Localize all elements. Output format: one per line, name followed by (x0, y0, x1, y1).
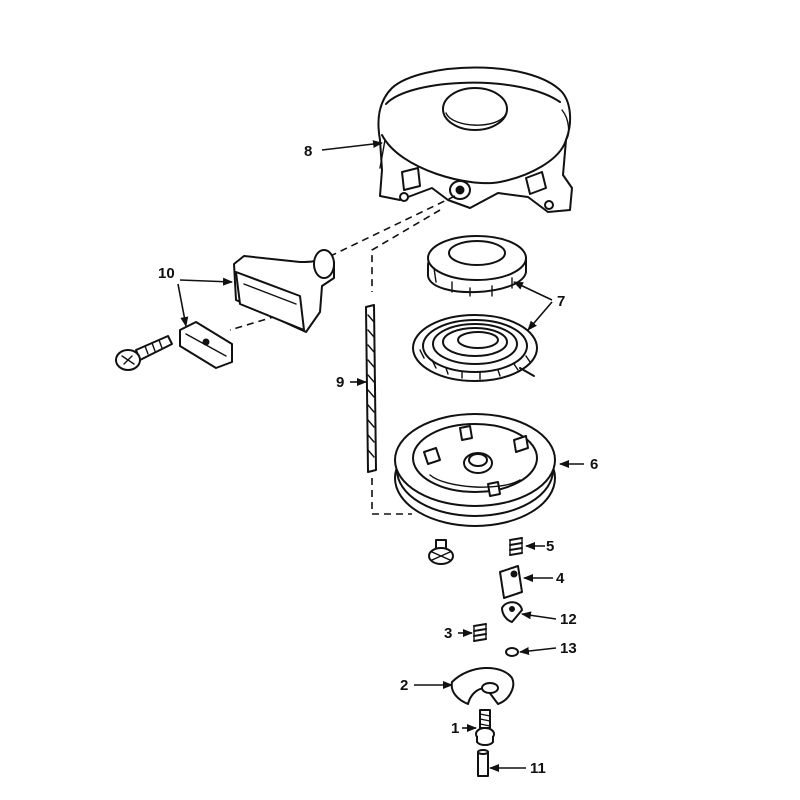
part-4-pawl (499, 565, 523, 599)
part-12-pawl-plate (501, 601, 523, 623)
label-part-13: 13 (560, 640, 577, 657)
label-part-8: 8 (304, 143, 312, 160)
part-2-brake-plate (450, 666, 515, 705)
part-10-starter-handle (233, 249, 335, 333)
part-8-starter-housing (377, 66, 573, 213)
label-part-5: 5 (546, 538, 554, 555)
assembly-dashed-paths (229, 195, 456, 515)
part-13-washer (505, 647, 519, 657)
part-7-recoil-spring (412, 314, 538, 382)
part-11-pin (477, 749, 489, 777)
handle-screw (115, 335, 173, 371)
label-part-11: 11 (530, 760, 546, 777)
part-3-spring (473, 623, 487, 642)
part-10-handle-insert (179, 321, 233, 369)
pawl-stud (428, 539, 454, 565)
part-6-rope-pulley (394, 413, 556, 527)
label-part-10: 10 (158, 265, 175, 282)
leader-arrows (177, 140, 584, 772)
label-part-9: 9 (336, 374, 344, 391)
part-9-starter-rope (365, 304, 377, 473)
label-part-1: 1 (451, 720, 459, 737)
label-part-3: 3 (444, 625, 452, 642)
label-part-7: 7 (557, 293, 565, 310)
part-1-screw (475, 709, 495, 746)
label-part-12: 12 (560, 611, 577, 628)
label-part-6: 6 (590, 456, 598, 473)
label-part-4: 4 (556, 570, 565, 587)
label-part-2: 2 (400, 677, 408, 694)
part-7-spring-cup (427, 235, 527, 297)
part-5-spring (509, 537, 523, 556)
